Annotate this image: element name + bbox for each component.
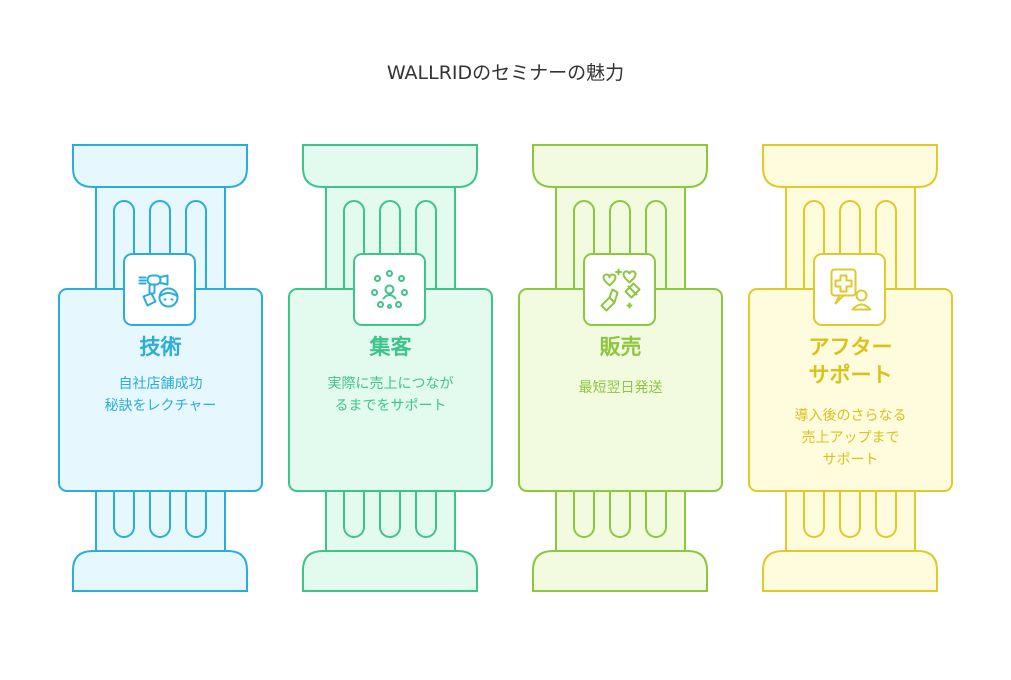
page-title: WALLRIDのセミナーの魅力	[386, 62, 625, 84]
pillar-heading: アフター サポート	[808, 335, 893, 387]
pillar-description: 自社店舗成功 秘訣をレクチャー	[104, 376, 217, 414]
pillar-frame	[58, 144, 263, 592]
pillar-heading: 販売	[599, 335, 642, 359]
medical-support-icon	[830, 268, 872, 311]
pillar-technique: 技術 自社店舗成功 秘訣をレクチャー	[58, 143, 263, 595]
pillar-frame	[288, 144, 493, 592]
pillar-description: 実際に売上につなが るまでをサポート	[327, 376, 454, 414]
people-network-icon	[371, 270, 408, 309]
pillar-heading: 技術	[139, 335, 182, 359]
pillar-frame	[518, 144, 723, 592]
pillar-sales: 販売 最短翌日発送	[518, 143, 723, 595]
pillar-customer-attraction: 集客 実際に売上につなが るまでをサポート	[288, 143, 493, 595]
hair-dryer-stylist-icon	[138, 274, 179, 308]
pillar-description: 導入後のさらなる 売上アップまで サポート	[794, 408, 907, 468]
cosmetics-hearts-icon	[600, 268, 641, 312]
pillar-after-support: アフター サポート 導入後のさらなる 売上アップまで サポート	[748, 143, 953, 595]
pillar-heading: 集客	[369, 335, 412, 359]
pillar-frame	[748, 144, 953, 592]
pillar-description: 最短翌日発送	[578, 380, 663, 396]
